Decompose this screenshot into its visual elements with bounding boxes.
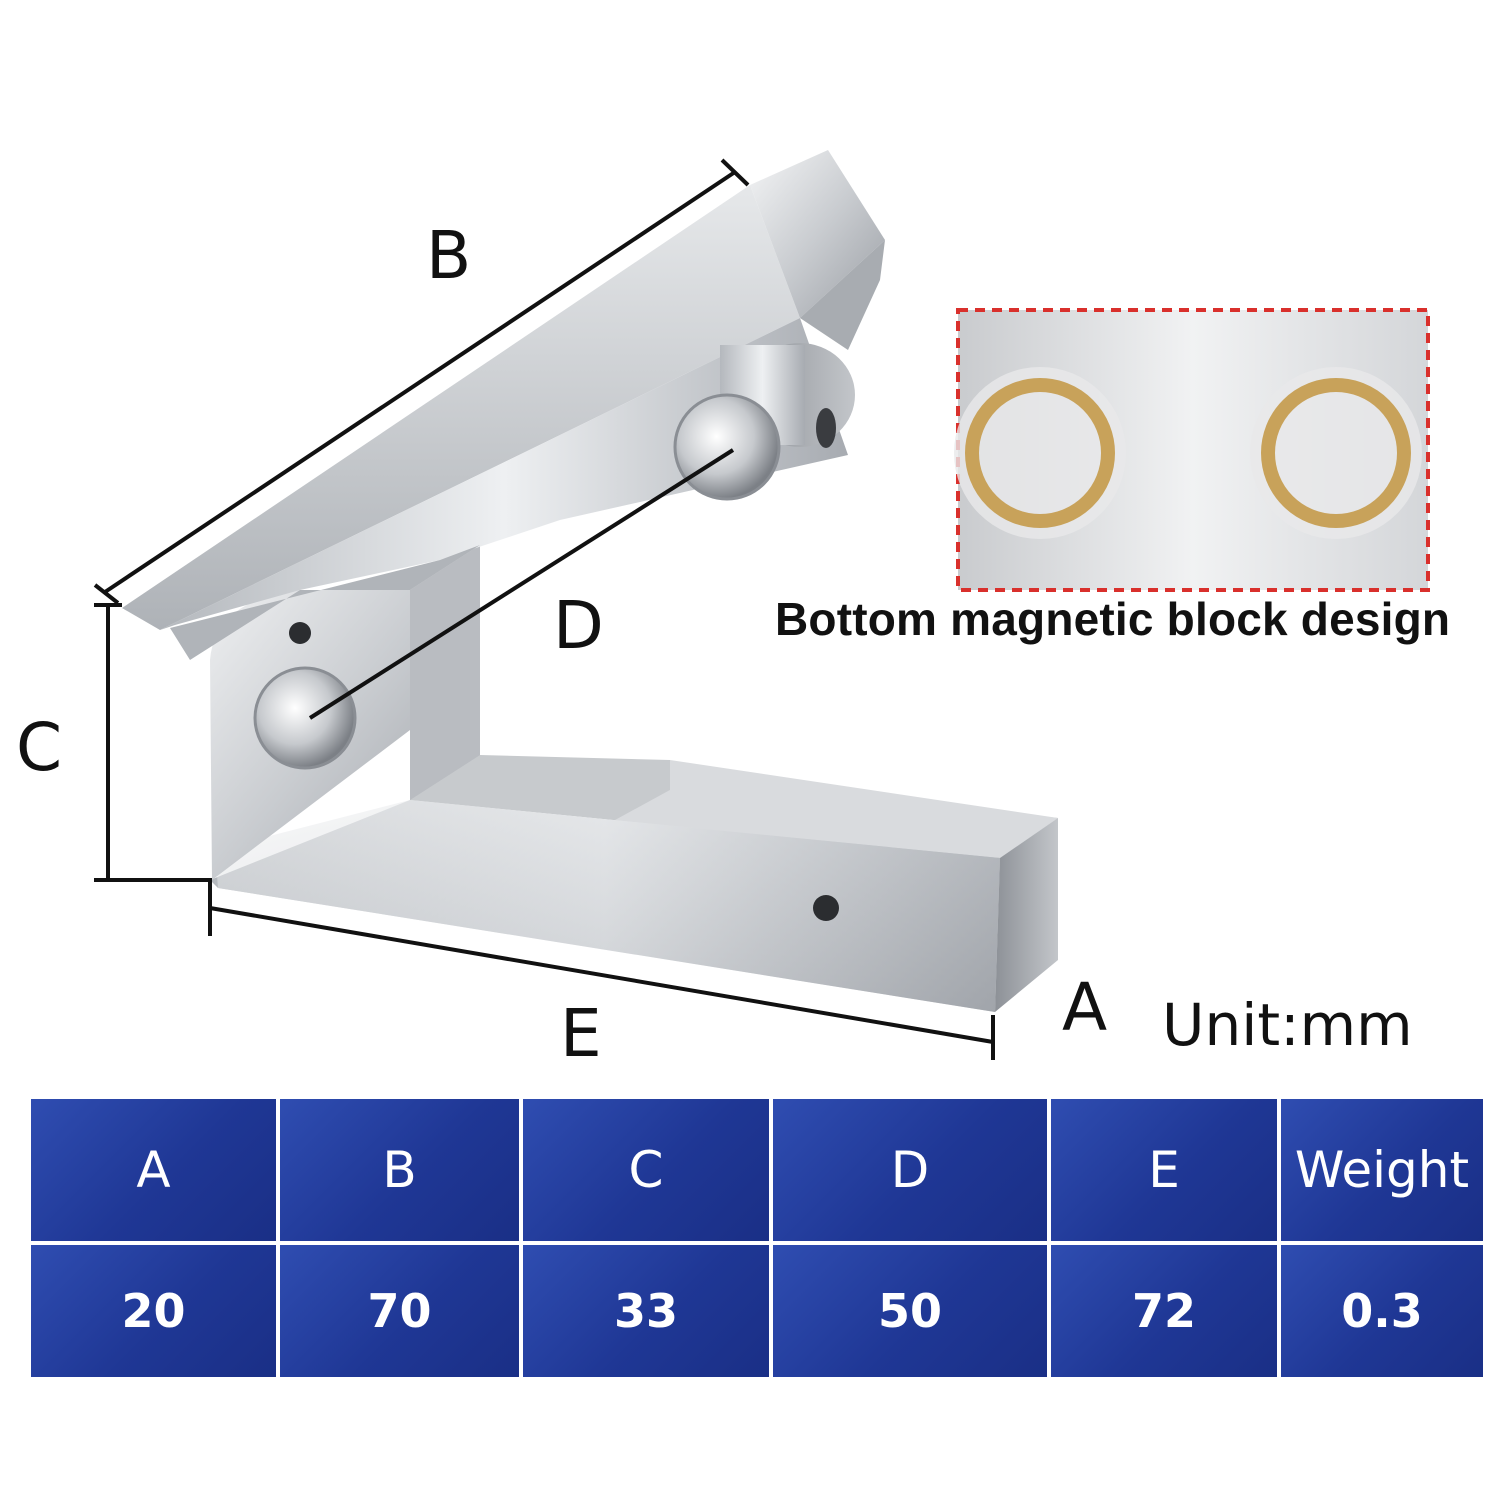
label-d: D — [553, 587, 604, 664]
label-c: C — [16, 709, 62, 786]
spec-header-b: B — [276, 1095, 523, 1245]
label-a: A — [1062, 969, 1107, 1046]
spec-value-row: 20 70 33 50 72 0.3 — [27, 1241, 1487, 1381]
arm-knob-icon — [673, 393, 781, 501]
spec-value-weight: 0.3 — [1277, 1241, 1487, 1381]
label-b: B — [426, 217, 471, 294]
spec-header-weight: Weight — [1277, 1095, 1487, 1245]
spec-header-d: D — [769, 1095, 1051, 1245]
spec-value-e: 72 — [1047, 1241, 1281, 1381]
dimension-lines — [93, 158, 995, 1060]
spec-header-row: A B C D E Weight — [27, 1095, 1487, 1245]
spec-table: A B C D E Weight 20 70 33 50 72 0.3 — [27, 1095, 1487, 1381]
label-e: E — [560, 995, 602, 1072]
spec-value-c: 33 — [519, 1241, 773, 1381]
magnet-ring-left-icon — [965, 378, 1115, 528]
pivot-pin-icon — [253, 666, 357, 770]
base-screw-hole — [813, 895, 839, 921]
spec-value-d: 50 — [769, 1241, 1051, 1381]
base-block — [210, 755, 1058, 1012]
spec-value-a: 20 — [27, 1241, 280, 1381]
spec-header-a: A — [27, 1095, 280, 1245]
pivot-body — [210, 545, 480, 880]
spec-header-e: E — [1047, 1095, 1281, 1245]
spec-value-b: 70 — [276, 1241, 523, 1381]
spec-header-c: C — [519, 1095, 773, 1245]
pivot-screw-hole — [289, 622, 311, 644]
magnetic-block-inset — [954, 308, 1430, 592]
unit-label: Unit:mm — [1162, 991, 1413, 1059]
inset-caption: Bottom magnetic block design — [775, 593, 1451, 645]
magnet-ring-right-icon — [1261, 378, 1411, 528]
angled-arm — [122, 150, 885, 660]
